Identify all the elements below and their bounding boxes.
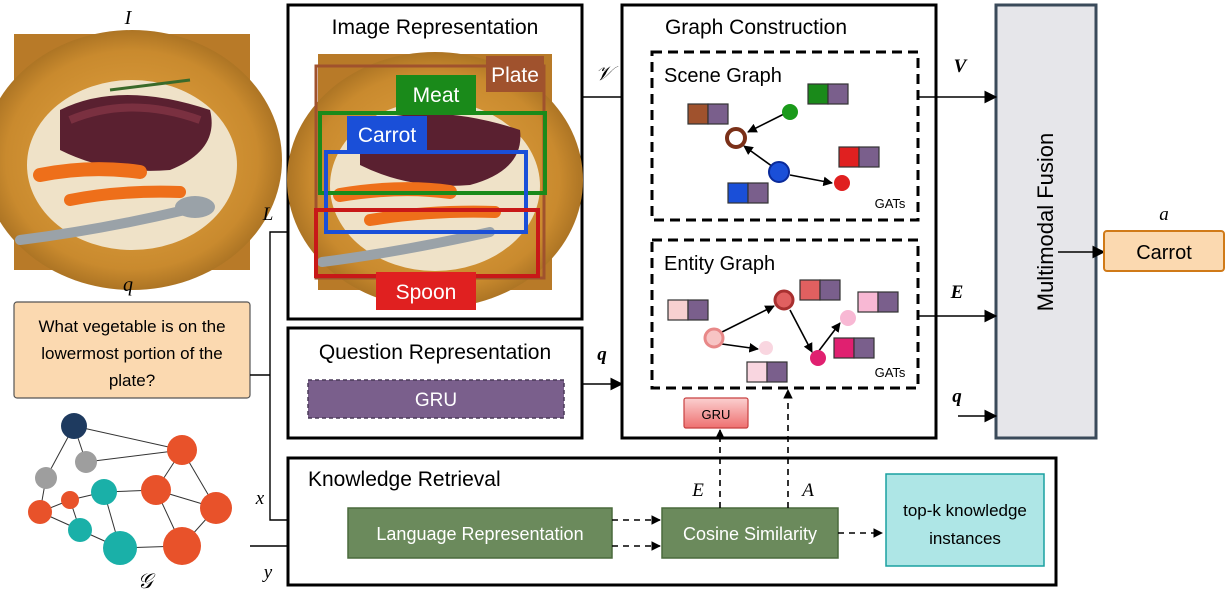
topk-line-2: instances xyxy=(929,529,1001,548)
entity-graph-edges xyxy=(721,305,841,353)
y-symbol: y xyxy=(262,562,273,583)
q-bold-symbol: q xyxy=(597,344,607,365)
scene-graph-title: Scene Graph xyxy=(664,65,782,87)
carrot-label: Carrot xyxy=(358,124,417,147)
entity-graph-features xyxy=(667,279,899,383)
answer-symbol: a xyxy=(1159,204,1169,225)
scene-graph-nodes xyxy=(725,104,850,191)
question-gru-label: GRU xyxy=(415,390,457,411)
carrot-label-bg xyxy=(347,116,427,152)
question-box xyxy=(13,301,251,399)
topk-line-1: top-k knowledge xyxy=(903,501,1027,520)
graph-construction-title: Graph Construction xyxy=(665,16,847,39)
language-representation-block xyxy=(347,507,613,559)
entity-graph-nodes xyxy=(703,289,856,366)
spoon-label: Spoon xyxy=(396,281,457,304)
meat-label: Meat xyxy=(413,84,460,107)
q-bold-symbol-2: q xyxy=(952,386,962,407)
question-gru-block xyxy=(307,379,565,419)
cosine-similarity-block xyxy=(661,507,839,559)
l-symbol: L xyxy=(262,204,274,225)
entity-gru-label: GRU xyxy=(702,407,731,422)
v-bold-symbol: V xyxy=(954,56,968,77)
image-symbol: I xyxy=(124,7,133,29)
scene-graph-features xyxy=(687,83,880,204)
food-photo-thumbnail xyxy=(0,30,282,290)
scene-graph-box xyxy=(650,50,920,222)
entity-graph-box xyxy=(650,238,920,390)
meat-label-bg xyxy=(396,75,476,111)
question-line-3: plate? xyxy=(109,371,155,390)
knowledge-retrieval-title: Knowledge Retrieval xyxy=(308,468,501,491)
language-representation-label: Language Representation xyxy=(376,524,583,544)
entity-graph-title: Entity Graph xyxy=(664,253,775,275)
multimodal-fusion-block xyxy=(994,3,1098,440)
image-representation-title: Image Representation xyxy=(332,16,539,39)
answer-box xyxy=(1103,230,1225,272)
entity-gru-block xyxy=(683,397,749,429)
plate-label-bg xyxy=(486,56,544,92)
x-symbol: x xyxy=(255,488,265,509)
graph-symbol: 𝒢 xyxy=(138,569,156,593)
question-symbol: q xyxy=(123,274,133,296)
v-cal-symbol: 𝒱 xyxy=(596,63,619,85)
a-italic-symbol: A xyxy=(800,480,814,501)
knowledge-graph-nodes xyxy=(28,413,232,565)
entity-gats-label: GATs xyxy=(875,365,906,380)
scene-gats-label: GATs xyxy=(875,196,906,211)
topk-knowledge-block xyxy=(885,473,1045,567)
e-italic-symbol: E xyxy=(691,480,704,501)
e-bold-symbol: E xyxy=(950,282,964,303)
multimodal-fusion-label: Multimodal Fusion xyxy=(1033,133,1058,312)
meat-bbox xyxy=(318,111,547,195)
cosine-similarity-label: Cosine Similarity xyxy=(683,524,817,544)
question-line-1: What vegetable is on the xyxy=(38,317,225,336)
question-representation-title: Question Representation xyxy=(319,341,551,364)
spoon-label-bg xyxy=(376,272,476,310)
plate-label: Plate xyxy=(491,64,539,87)
question-line-2: lowermost portion of the xyxy=(41,344,222,363)
answer-label: Carrot xyxy=(1136,242,1192,264)
